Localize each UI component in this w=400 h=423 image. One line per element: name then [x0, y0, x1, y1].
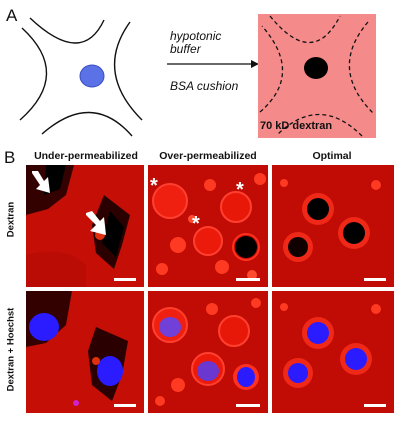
panel-a-letter: A [6, 6, 18, 25]
dashed-outline-right [348, 21, 375, 115]
column-title-under: Under-permeabilized [34, 150, 138, 162]
arrow-label-top: hypotonic buffer [170, 30, 221, 56]
intact-cell-schematic [19, 17, 143, 137]
micrograph-optimal-hoechst [272, 291, 394, 413]
micrograph-over-hoechst [148, 291, 268, 413]
dashed-outline-bottom [277, 113, 363, 137]
arrow-indicator-2 [86, 211, 106, 235]
cell-outline-top-left [29, 17, 105, 44]
scale-bar [364, 404, 386, 407]
micrograph-optimal-dextran [272, 165, 394, 287]
arrow-label-bottom: BSA cushion [170, 79, 239, 93]
dashed-outline-top [269, 15, 341, 43]
scale-bar [236, 278, 260, 281]
nucleus-blue [79, 64, 105, 88]
dextran-box: 70 kD dextran [258, 14, 376, 138]
micrograph-under-dextran [26, 165, 144, 287]
permeabilized-cell-schematic [259, 15, 375, 137]
cell-outline-right [113, 21, 143, 121]
micrograph-over-dextran: * * * [148, 165, 268, 287]
arrow-label-line-2: buffer [170, 42, 201, 56]
column-title-optimal: Optimal [312, 150, 352, 162]
row-label-dextran-hoechst: Dextran + Hoechst [5, 307, 17, 392]
arrow-label-line-1: hypotonic [170, 29, 222, 43]
scale-bar [364, 278, 386, 281]
micrograph-under-hoechst [26, 291, 144, 413]
scale-bar [236, 404, 260, 407]
column-title-over: Over-permeabilized [159, 150, 257, 162]
asterisk-2: * [236, 179, 244, 201]
nucleus-dark [304, 57, 328, 79]
scale-bar [114, 278, 136, 281]
cell-outline-left [19, 27, 48, 121]
scale-bar [114, 404, 136, 407]
row-label-dextran: Dextran [5, 201, 17, 238]
arrow-indicator-1 [32, 171, 50, 193]
asterisk-3: * [192, 213, 200, 235]
process-arrow [167, 60, 259, 68]
dextran-label: 70 kD dextran [260, 120, 333, 132]
dashed-outline-left [259, 25, 284, 113]
panel-b-letter: B [4, 148, 16, 167]
asterisk-1: * [150, 175, 158, 197]
cell-outline-bottom [41, 111, 133, 137]
